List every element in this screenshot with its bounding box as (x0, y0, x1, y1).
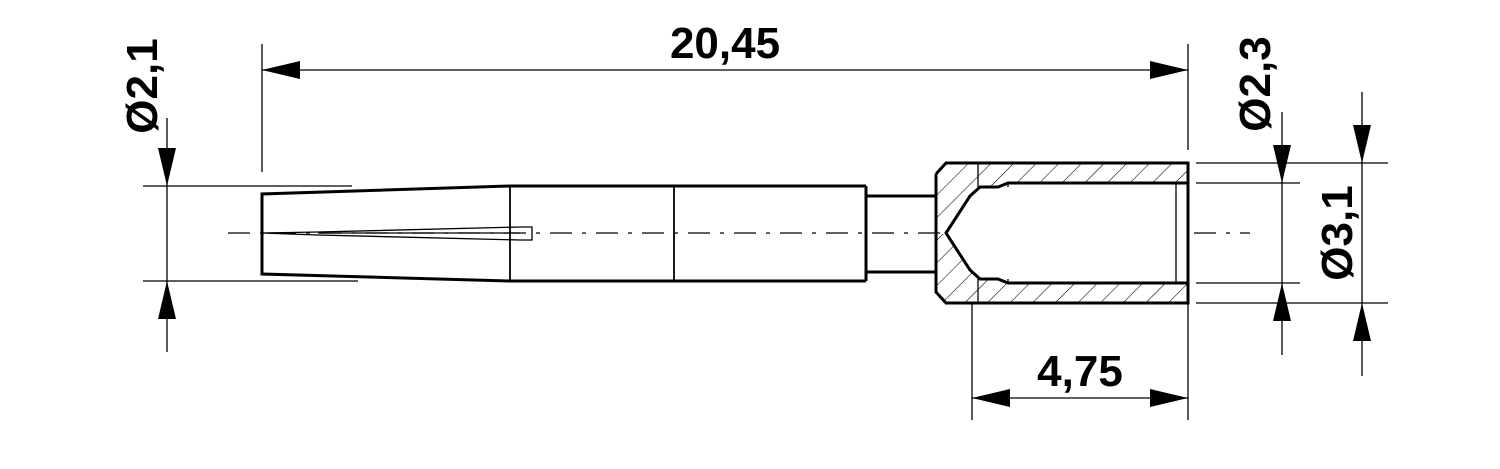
sleeve-length-label: 4,75 (1037, 347, 1123, 396)
sleeve-diameter-label: Ø3,1 (1313, 185, 1362, 280)
dim-bore-diameter: Ø2,3 (1196, 36, 1300, 355)
tip-slot (261, 226, 533, 241)
dim-pin-diameter: Ø2,1 (118, 38, 358, 352)
dim-overall-length: 20,45 (261, 19, 1189, 172)
dim-sleeve-diameter: Ø3,1 (1196, 92, 1388, 376)
dim-sleeve-length: 4,75 (971, 303, 1189, 420)
pin-body (260, 184, 868, 283)
neck (866, 194, 936, 274)
crimp-sleeve (934, 161, 1190, 305)
bore-diameter-label: Ø2,3 (1231, 36, 1280, 131)
sleeve-wall-bottom (936, 234, 1188, 303)
overall-length-label: 20,45 (670, 19, 780, 68)
sleeve-wall-top (936, 163, 1188, 232)
pin-diameter-label: Ø2,1 (118, 38, 167, 133)
